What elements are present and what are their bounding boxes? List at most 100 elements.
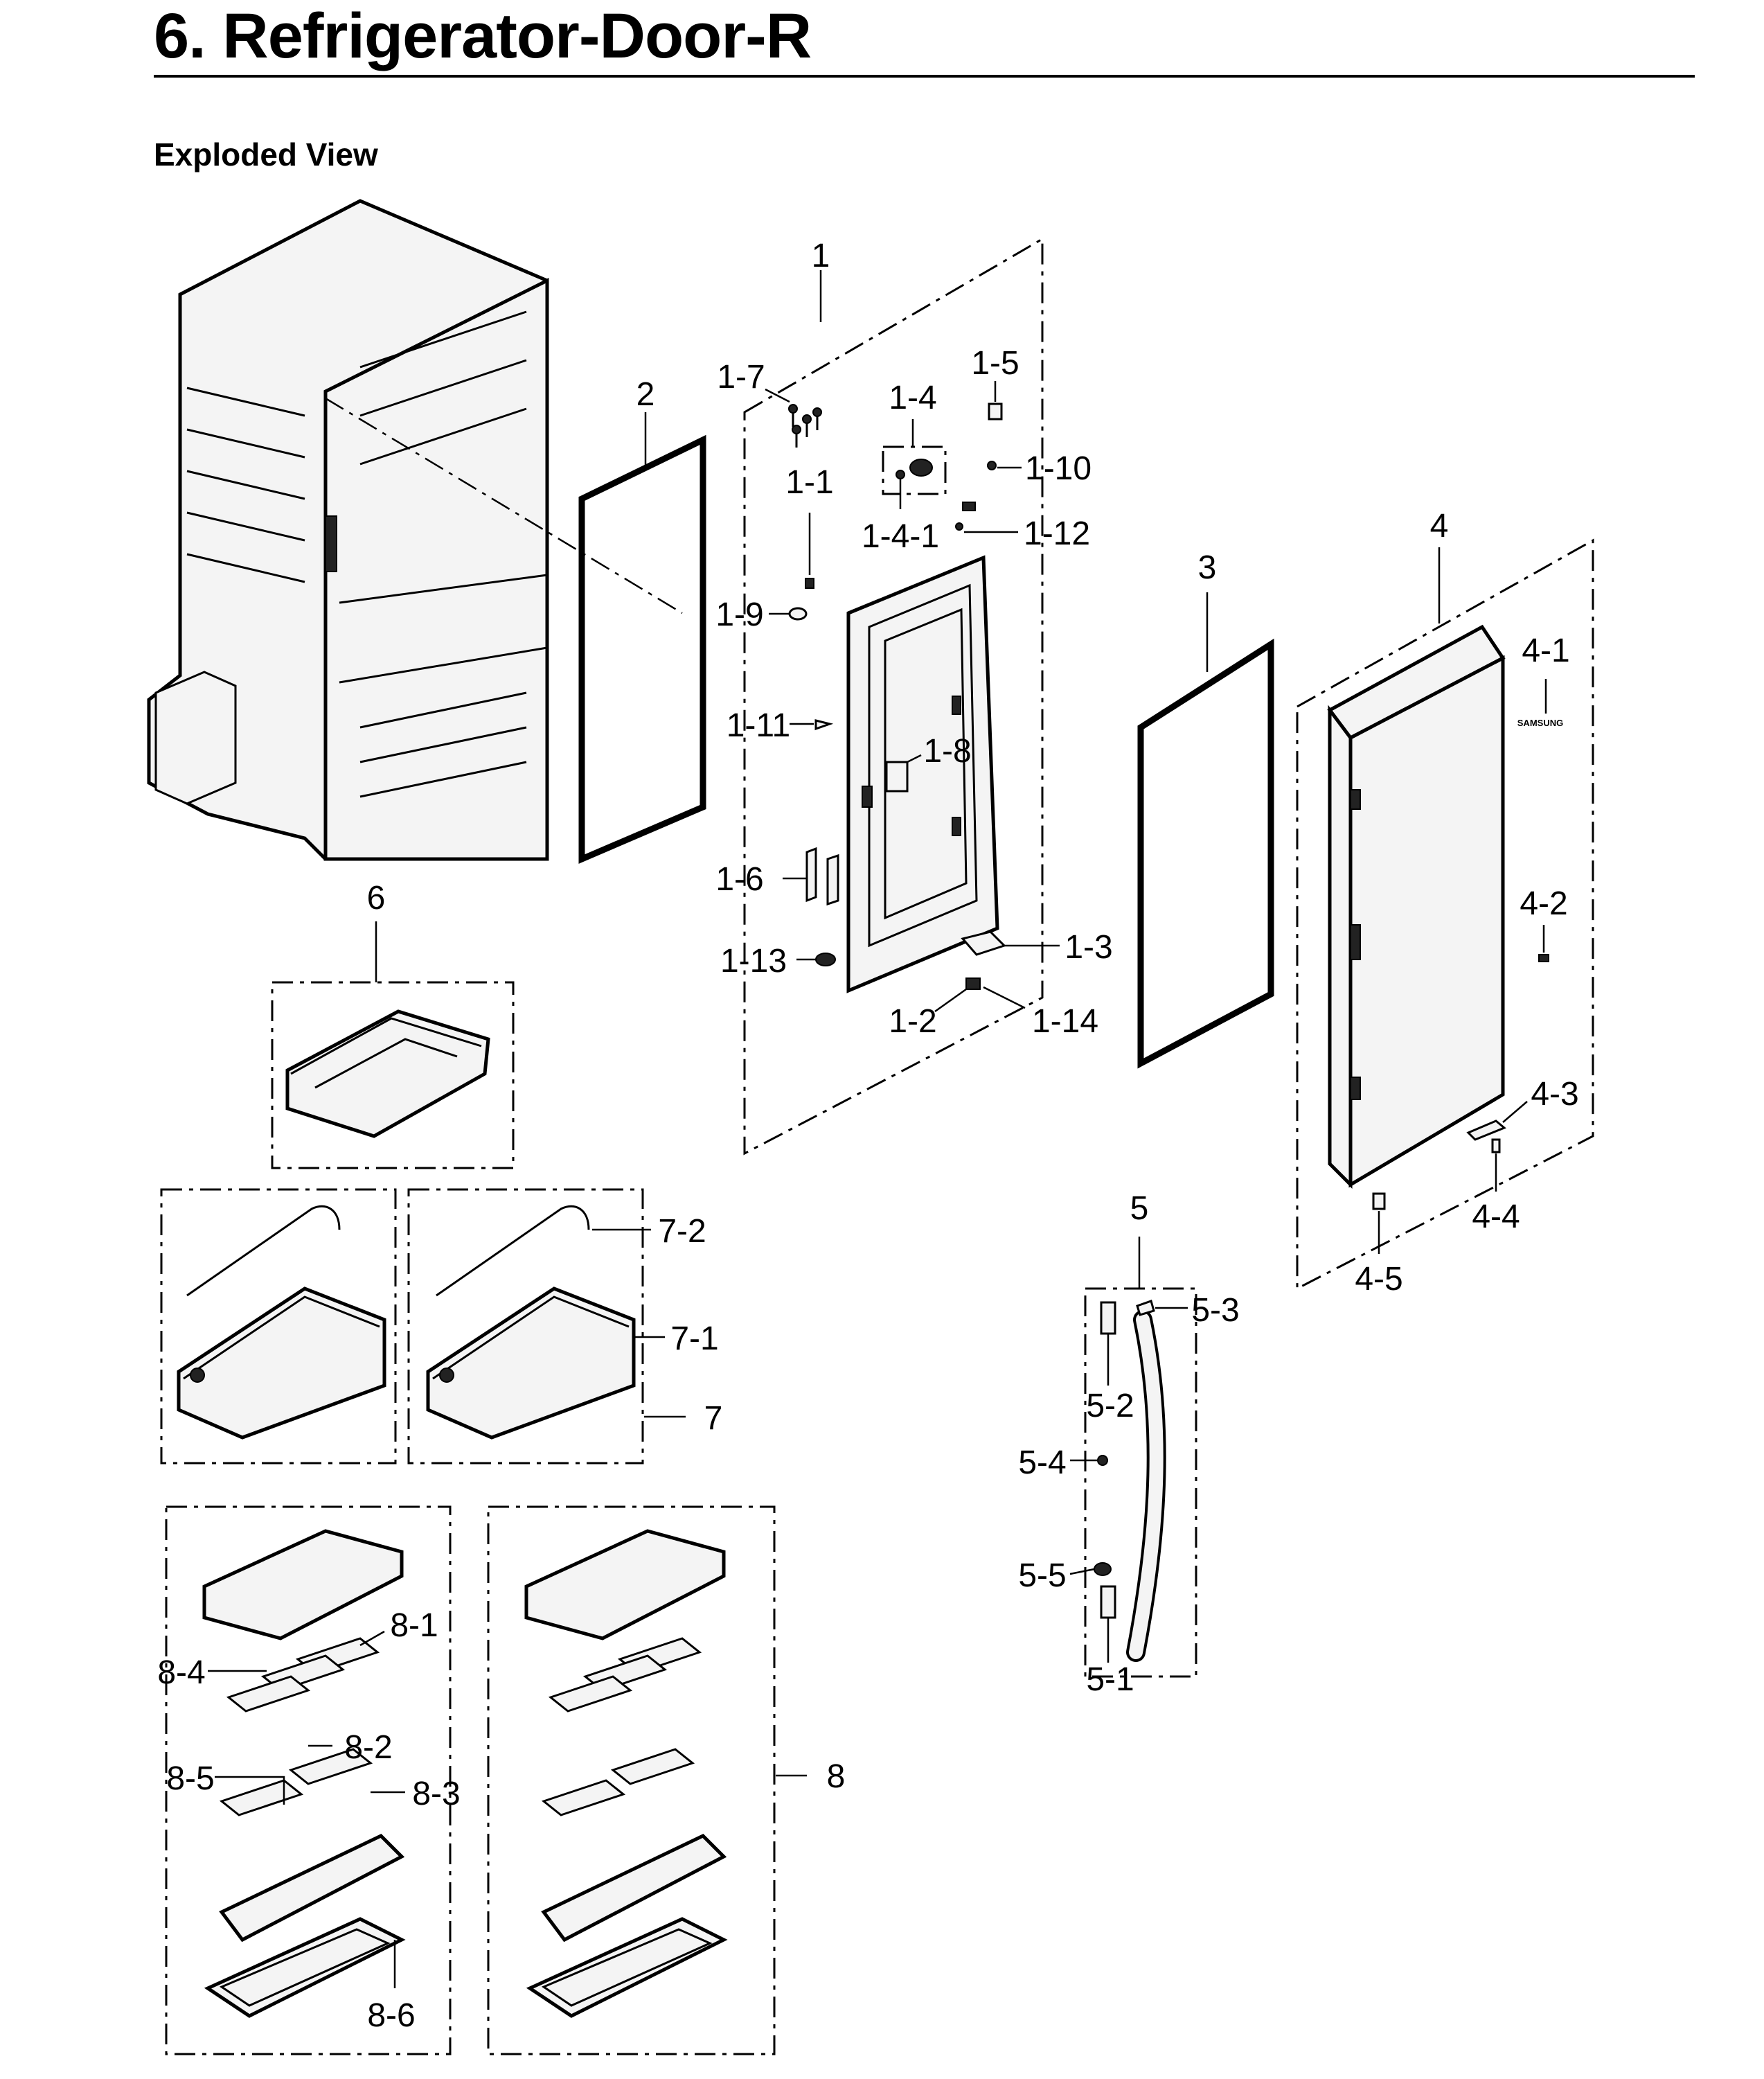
callout-1-5: 1-5 — [971, 345, 1019, 382]
part-4-4 — [1491, 1138, 1501, 1153]
callout-7: 7 — [704, 1400, 723, 1437]
callout-8: 8 — [827, 1758, 846, 1795]
screws-1-7 — [788, 404, 822, 448]
part-4-5 — [1372, 1192, 1386, 1210]
callout-1-2: 1-2 — [889, 1003, 936, 1040]
callout-4-5: 4-5 — [1355, 1261, 1402, 1298]
door-bin-left — [177, 1205, 386, 1440]
door-liner-mount — [862, 786, 873, 808]
callout-3: 3 — [1198, 549, 1217, 586]
cabinet-hinge-block — [325, 515, 337, 572]
callout-8-5: 8-5 — [166, 1760, 214, 1797]
callout-4-4: 4-4 — [1472, 1198, 1520, 1235]
group-4-boundary — [1296, 538, 1594, 1291]
callout-4-1: 4-1 — [1522, 632, 1569, 669]
callout-1-10: 1-10 — [1025, 450, 1092, 487]
part-5-5 — [1094, 1562, 1112, 1576]
part-1-8 — [885, 761, 909, 793]
door-liner-bracket-b — [952, 817, 961, 836]
screw-5-4 — [1097, 1455, 1108, 1466]
callout-1-7: 1-7 — [717, 359, 765, 396]
door-liner — [846, 555, 999, 993]
door-hinge-lower — [1350, 1077, 1361, 1100]
callout-7-1: 7-1 — [670, 1320, 718, 1357]
cabinet-front-opening — [323, 277, 549, 861]
door-shelf-6 — [285, 1009, 490, 1138]
callout-5-2: 5-2 — [1086, 1388, 1134, 1424]
callout-1: 1 — [812, 238, 830, 274]
shelf-assembly-left — [202, 1529, 406, 2018]
part-4-3 — [1466, 1120, 1506, 1141]
bin-left-rim — [183, 1295, 380, 1380]
cabinet-machine-compartment — [154, 671, 237, 805]
bracket-8-5-right — [541, 1779, 626, 1816]
callout-8-1: 8-1 — [390, 1607, 438, 1644]
shelf-8-tray-left — [204, 1917, 406, 2018]
gasket-3 — [1137, 638, 1274, 1069]
callout-4-2: 4-2 — [1520, 885, 1567, 922]
part-5-3 — [1136, 1300, 1155, 1316]
leader-5-5 — [1069, 1568, 1095, 1575]
leader-1-7 — [765, 388, 790, 403]
door-handle-mount — [1350, 924, 1361, 960]
part-1-12 — [955, 522, 963, 531]
bracket-8-3-right — [610, 1748, 695, 1785]
leader-1-8 — [907, 754, 922, 763]
part-1-5 — [988, 402, 1003, 421]
cabinet-gasket-leader — [325, 397, 683, 614]
screw-1-10 — [987, 461, 997, 470]
group-6-boundary — [271, 981, 515, 1169]
bin-right-rim — [432, 1295, 630, 1380]
group-7-boundary-right — [407, 1188, 644, 1465]
bracket-8-2-right — [548, 1675, 633, 1713]
callout-8-3: 8-3 — [412, 1776, 460, 1812]
group-1-4-boundary — [882, 445, 947, 495]
part-5-1 — [1100, 1585, 1116, 1619]
door-liner-frame — [846, 555, 999, 993]
leader-1-14 — [983, 986, 1026, 1009]
door-shelf-6-body — [285, 1009, 490, 1138]
callout-1-8: 1-8 — [923, 733, 971, 770]
leader-8-1 — [359, 1630, 385, 1647]
door-front-panel — [1348, 655, 1505, 1188]
bushing-1-4-1 — [896, 470, 905, 479]
callout-5: 5 — [1130, 1190, 1149, 1227]
shelf-8-tray-inner-left — [219, 1928, 391, 2007]
part-5-2 — [1100, 1301, 1116, 1335]
bracket-8-3-left — [288, 1748, 373, 1785]
door-side-edge — [1328, 705, 1353, 1189]
callout-8-6: 8-6 — [367, 1997, 415, 2034]
callout-6: 6 — [367, 880, 386, 917]
door-hinge-upper — [1350, 789, 1361, 810]
callout-8-4: 8-4 — [157, 1654, 205, 1691]
page-title: 6. Refrigerator-Door-R — [154, 1, 812, 71]
gasket-2 — [578, 434, 706, 864]
callout-1-4: 1-4 — [889, 380, 936, 416]
part-1-12-cap — [962, 502, 976, 511]
bin-wire-left — [186, 1205, 341, 1297]
shelf-8-cover-right — [524, 1529, 726, 1640]
cabinet-divider — [339, 574, 548, 604]
callout-4-3: 4-3 — [1531, 1076, 1578, 1113]
group-1-boundary — [743, 237, 1044, 1156]
cabinet-rib-lines — [186, 310, 527, 798]
part-1-6-b — [826, 853, 839, 906]
part-4-2 — [1538, 954, 1549, 962]
part-1-2 — [965, 977, 981, 990]
door-bin-right — [426, 1205, 636, 1440]
part-1-9 — [788, 607, 808, 621]
part-1-11 — [814, 719, 834, 731]
callout-1-11: 1-11 — [727, 707, 791, 744]
title-rule — [154, 75, 1695, 78]
bin-right-knob — [439, 1368, 454, 1383]
bin-left-knob — [190, 1368, 205, 1383]
group-5-boundary — [1084, 1287, 1197, 1678]
door-liner-inner-recess — [868, 583, 978, 948]
part-1-13 — [815, 953, 836, 966]
callout-2: 2 — [636, 376, 655, 413]
group-7-boundary-left — [160, 1188, 397, 1465]
refrigerator-cabinet — [147, 199, 549, 861]
bracket-8-5-left — [219, 1779, 304, 1816]
shelf-8-cover-left — [202, 1529, 404, 1640]
